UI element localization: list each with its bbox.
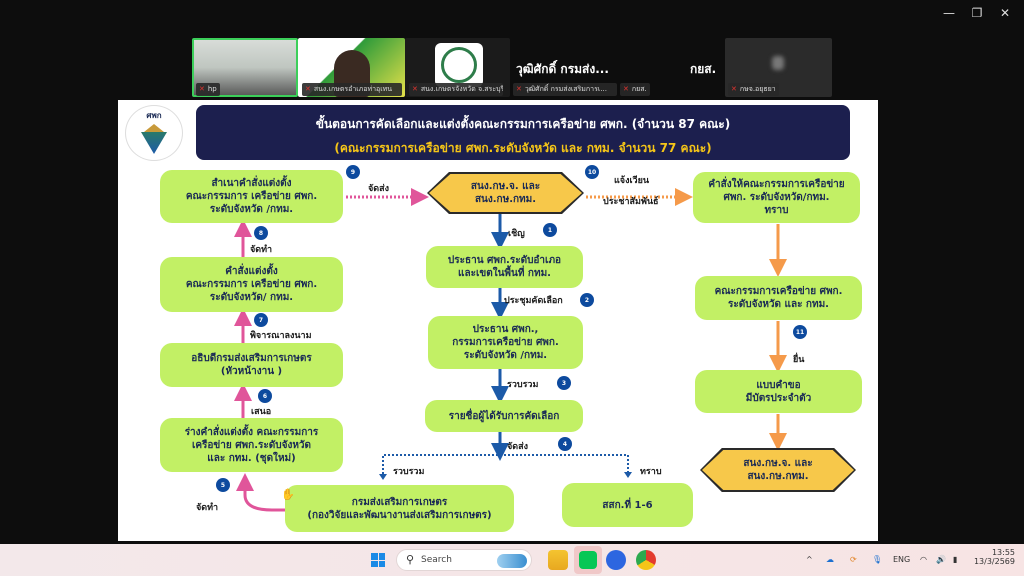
step-label: จัดส่ง [507, 442, 529, 452]
taskbar: ⚲ Search ^ ☁ ⟳ 🎙 ENG ◠ 🔊 ▮ 13:55 13/3/25… [0, 544, 1024, 576]
hand-cursor-icon: ✋ [281, 488, 295, 501]
step-label: ทราบ [640, 467, 662, 477]
step-label: จัดส่ง [368, 184, 390, 194]
participant-name: ✕สนง.เกษตรอำเภอท่าอุเทน [302, 83, 402, 96]
microphone-icon[interactable]: 🎙 [872, 555, 883, 564]
hex-text: สนง.กษ.จ. และ สนง.กษ.กทม. [702, 450, 854, 490]
participant-display-name: กยส. [690, 62, 717, 76]
participant-name: ✕วุฒิศักดิ์ กรมส่งเสริมการเ... [513, 83, 617, 96]
chrome-icon[interactable] [636, 550, 656, 570]
step-label: รวบรวม [393, 467, 425, 477]
box-draft-order: ร่างคำสั่งแต่งตั้ง คณะกรรมการ เครือข่าย … [160, 418, 343, 472]
language-indicator[interactable]: ENG [893, 555, 911, 564]
box-selected-names: รายชื่อผู้ได้รับการคัดเลือก [425, 400, 583, 432]
cloud-icon[interactable]: ☁ [826, 555, 834, 564]
step-badge: 4 [558, 437, 572, 451]
participant-name: ✕กษจ.อยุธยา [728, 83, 779, 96]
file-explorer-icon[interactable] [548, 550, 568, 570]
step-badge: 5 [216, 478, 230, 492]
step-badge: 6 [258, 389, 272, 403]
step-badge: 7 [254, 313, 268, 327]
slide-title: ขั้นตอนการคัดเลือกและแต่งตั้งคณะกรรมการเ… [315, 117, 731, 131]
box-chair-committee: ประธาน ศพก., กรรมการเครือข่าย ศพก. ระดับ… [428, 316, 583, 369]
step-badge: 1 [543, 223, 557, 237]
step-label: รวบรวม [507, 380, 539, 390]
chevron-up-icon[interactable]: ^ [806, 555, 813, 564]
participant-name: ✕hp [196, 83, 220, 96]
step-badge: 3 [557, 376, 571, 390]
close-button[interactable]: ✕ [999, 6, 1011, 20]
step-badge: 2 [580, 293, 594, 307]
hex-text: สนง.กษ.จ. และ สนง.กษ.กทม. [429, 174, 582, 212]
participant-display-name: วุฒิศักดิ์ กรมส่ง... [516, 62, 609, 76]
volume-icon[interactable]: 🔊 [936, 555, 946, 564]
box-network-committee: คณะกรรมการเครือข่าย ศพก. ระดับจังหวัด แล… [695, 276, 862, 320]
step-label: ยื่น [793, 355, 805, 365]
arrow-5 [236, 473, 285, 512]
search-icon: ⚲ [406, 553, 415, 566]
participant-name: ✕กยส. [620, 83, 650, 96]
zoom-app-icon[interactable] [606, 550, 626, 570]
swan-widget-icon [497, 554, 527, 568]
restore-button[interactable]: ❐ [971, 6, 983, 20]
start-button[interactable] [371, 553, 385, 567]
step-label: แจ้งเวียน [614, 176, 650, 186]
time: 13:55 [991, 548, 1015, 557]
box-director-general: อธิบดีกรมส่งเสริมการเกษตร (หัวหน้างาน ) [160, 343, 343, 387]
box-notify-committee: คำสั่งให้คณะกรรมการเครือข่าย ศพก. ระดับจ… [693, 172, 860, 223]
title-banner: ขั้นตอนการคัดเลือกและแต่งตั้งคณะกรรมการเ… [196, 105, 850, 160]
battery-icon[interactable]: ▮ [953, 555, 958, 564]
line-app-button[interactable] [574, 546, 602, 574]
step-badge: 11 [793, 325, 807, 339]
search-placeholder: Search [421, 555, 452, 565]
wifi-icon[interactable]: ◠ [920, 555, 927, 564]
box-appointment-order: คำสั่งแต่งตั้ง คณะกรรมการ เครือข่าย ศพก.… [160, 257, 343, 312]
step-badge: 10 [585, 165, 599, 179]
hex-provincial-offices-top: สนง.กษ.จ. และ สนง.กษ.กทม. [427, 172, 584, 214]
arrow-4-split [382, 454, 629, 478]
step-label: จัดทำ [196, 503, 219, 513]
box-id-card-form: แบบคำขอ มีบัตรประจำตัว [695, 370, 862, 413]
box-regional-offices: สสก.ที่ 1-6 [562, 483, 693, 527]
ministry-logo-icon [435, 43, 483, 87]
step-label: จัดทำ [250, 245, 273, 255]
spk-logo: ศพก [125, 105, 183, 161]
avatar [772, 56, 784, 70]
step-label: เสนอ [251, 407, 272, 417]
slide-subtitle: (คณะกรรมการเครือข่าย ศพก.ระดับจังหวัด แล… [334, 141, 712, 155]
step-badge: 9 [346, 165, 360, 179]
hex-provincial-offices-bottom: สนง.กษ.จ. และ สนง.กษ.กทม. [700, 448, 856, 492]
step-label: ประชาสัมพันธ์ [603, 197, 659, 207]
step-badge: 8 [254, 226, 268, 240]
sync-icon[interactable]: ⟳ [850, 555, 857, 564]
box-doae: กรมส่งเสริมการเกษตร (กองวิจัยและพัฒนางาน… [285, 485, 514, 532]
step-label: ประชุมคัดเลือก [504, 296, 563, 306]
box-copy-order: สำเนาคำสั่งแต่งตั้ง คณะกรรมการ เครือข่าย… [160, 170, 343, 223]
clock[interactable]: 13:55 13/3/2569 [974, 548, 1015, 566]
participant-name: ✕สนง.เกษตรจังหวัด จ.สระบุรี [409, 83, 503, 96]
search-box[interactable]: ⚲ Search [396, 549, 532, 571]
date: 13/3/2569 [973, 557, 1015, 566]
step-label: เชิญ [508, 229, 525, 239]
logo-text: ศพก [146, 111, 162, 120]
box-district-chair: ประธาน ศพก.ระดับอำเภอ และเขตในพื้นที่ กท… [426, 246, 583, 288]
step-label: พิจารณาลงนาม [250, 331, 312, 341]
minimize-button[interactable]: — [943, 6, 955, 20]
